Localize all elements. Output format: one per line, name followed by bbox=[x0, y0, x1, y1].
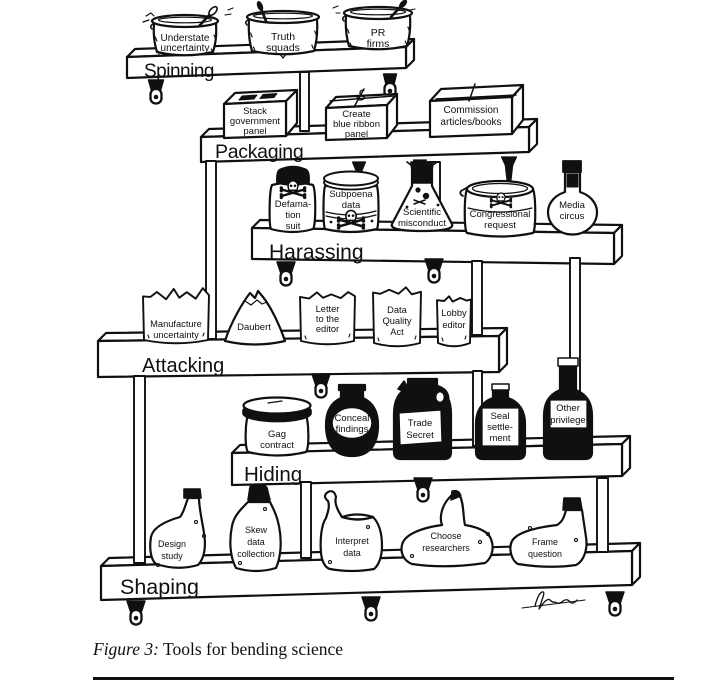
svg-text:panel: panel bbox=[243, 126, 266, 137]
svg-text:Seal: Seal bbox=[490, 411, 509, 422]
svg-text:to the: to the bbox=[316, 314, 339, 324]
svg-text:articles/books: articles/books bbox=[440, 117, 501, 128]
svg-text:Scientific: Scientific bbox=[403, 207, 441, 218]
svg-text:Commission: Commission bbox=[443, 105, 498, 116]
svg-text:Act: Act bbox=[390, 327, 404, 337]
svg-text:findings: findings bbox=[336, 424, 369, 435]
svg-text:circus: circus bbox=[560, 211, 585, 222]
svg-text:PR: PR bbox=[371, 27, 386, 39]
svg-text:settle-: settle- bbox=[487, 422, 513, 433]
svg-text:Skew: Skew bbox=[245, 525, 268, 535]
svg-text:Other: Other bbox=[556, 403, 580, 414]
svg-text:Harassing: Harassing bbox=[269, 241, 364, 264]
svg-text:editor: editor bbox=[316, 324, 339, 334]
svg-text:question: question bbox=[528, 549, 562, 559]
svg-text:Secret: Secret bbox=[406, 430, 434, 441]
svg-text:researchers: researchers bbox=[422, 543, 470, 553]
svg-text:Subpoena: Subpoena bbox=[329, 189, 373, 200]
svg-text:Daubert: Daubert bbox=[237, 322, 271, 333]
svg-text:Congressional: Congressional bbox=[470, 209, 531, 220]
svg-text:Defama-: Defama- bbox=[275, 199, 311, 210]
svg-text:government: government bbox=[230, 116, 281, 127]
svg-text:Frame: Frame bbox=[532, 537, 558, 547]
svg-text:Figure 3: Tools for bending sc: Figure 3: Tools for bending science bbox=[92, 639, 343, 659]
svg-text:Media: Media bbox=[559, 200, 586, 211]
svg-text:contract: contract bbox=[260, 440, 294, 451]
svg-text:Interpret: Interpret bbox=[335, 536, 369, 546]
svg-text:Lobby: Lobby bbox=[441, 308, 467, 318]
svg-text:Shaping: Shaping bbox=[120, 575, 199, 599]
svg-text:misconduct: misconduct bbox=[398, 218, 446, 229]
svg-text:Hiding: Hiding bbox=[244, 463, 302, 486]
svg-text:firms: firms bbox=[367, 38, 390, 50]
svg-text:data: data bbox=[343, 548, 361, 558]
svg-text:Quality: Quality bbox=[383, 316, 412, 326]
svg-text:Create: Create bbox=[342, 109, 371, 120]
svg-text:collection: collection bbox=[237, 549, 275, 559]
svg-text:data: data bbox=[247, 537, 265, 547]
svg-text:panel: panel bbox=[345, 129, 368, 140]
svg-text:Spinning: Spinning bbox=[144, 61, 214, 82]
svg-text:Gag: Gag bbox=[268, 429, 286, 440]
svg-text:ment: ment bbox=[489, 433, 510, 444]
svg-text:Truth: Truth bbox=[271, 31, 295, 43]
svg-text:Conceal: Conceal bbox=[335, 413, 370, 424]
svg-text:suit: suit bbox=[286, 221, 301, 232]
svg-text:Attacking: Attacking bbox=[142, 355, 224, 377]
svg-text:uncertainty: uncertainty bbox=[161, 43, 210, 54]
svg-text:Trade: Trade bbox=[408, 418, 432, 429]
svg-text:Letter: Letter bbox=[316, 304, 340, 314]
svg-text:Choose: Choose bbox=[430, 531, 461, 541]
svg-text:Stack: Stack bbox=[243, 106, 267, 117]
svg-text:Understate: Understate bbox=[161, 33, 210, 44]
svg-text:data: data bbox=[342, 200, 361, 211]
svg-text:study: study bbox=[161, 551, 183, 561]
svg-text:uncertainty: uncertainty bbox=[153, 330, 199, 340]
svg-text:blue ribbon: blue ribbon bbox=[333, 119, 380, 130]
svg-text:tion: tion bbox=[285, 210, 300, 221]
svg-text:Design: Design bbox=[158, 539, 186, 549]
svg-text:request: request bbox=[484, 220, 516, 231]
svg-text:editor: editor bbox=[442, 320, 465, 330]
svg-text:Manufacture: Manufacture bbox=[150, 319, 202, 329]
svg-text:Packaging: Packaging bbox=[215, 141, 303, 163]
svg-text:squads: squads bbox=[266, 42, 300, 54]
svg-text:Data: Data bbox=[387, 305, 407, 315]
svg-text:privilege: privilege bbox=[550, 415, 585, 426]
